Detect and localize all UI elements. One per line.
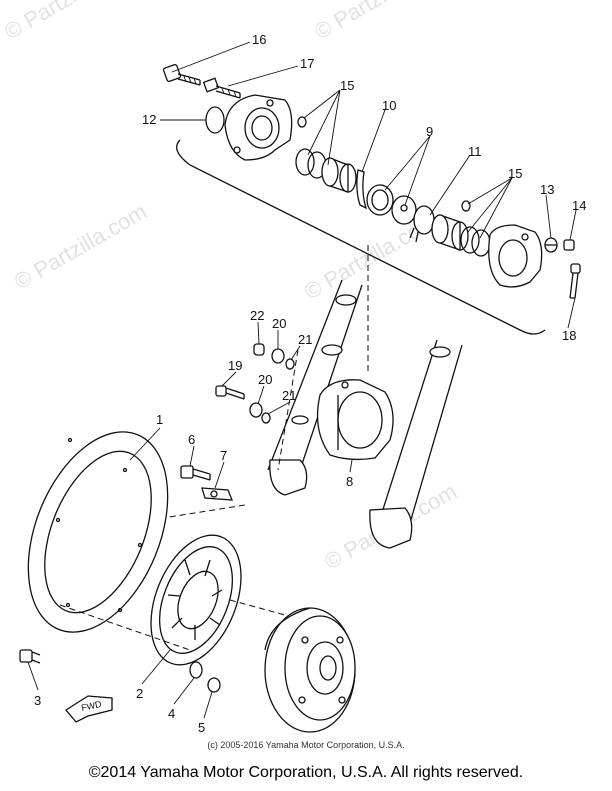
- part-15-seal-small-b: [461, 200, 471, 212]
- fork-leg-left: [267, 279, 363, 496]
- callout-21-lower: 21: [282, 388, 296, 403]
- caliper-half-inner: [488, 224, 543, 288]
- callout-17: 17: [300, 56, 314, 71]
- assembly-line-disc: [149, 504, 246, 521]
- assembly-line-bottom: [59, 604, 191, 651]
- footer-copyright: ©2014 Yamaha Motor Corporation, U.S.A. A…: [88, 764, 524, 781]
- callout-11: 11: [468, 144, 482, 159]
- callout-15-left: 15: [340, 78, 354, 93]
- part-10-clip: [356, 169, 368, 210]
- part-3-bolt: [19, 649, 41, 664]
- fwd-arrow: FWD: [65, 695, 113, 723]
- callout-6: 6: [188, 432, 195, 447]
- callout-20-upper: 20: [272, 316, 286, 331]
- callout-18: 18: [562, 328, 576, 343]
- callout-14: 14: [572, 198, 586, 213]
- exploded-parts-diagram: © Partzilla.com © Partzilla.com © Partzi…: [0, 0, 586, 735]
- part-22-cap-nut: [253, 343, 265, 356]
- watermark-left: © Partzilla.com: [10, 199, 151, 295]
- wheel-hub: [264, 607, 356, 733]
- part-21-washer-upper: [285, 358, 295, 370]
- leader-lines: [27, 41, 577, 719]
- part-18-bolt: [569, 263, 581, 299]
- part-20-washer-upper: [271, 348, 285, 364]
- callout-9: 9: [426, 124, 433, 139]
- watermark-top-right: © Partzilla.com: [310, 0, 451, 44]
- part-15-seal-small-a: [297, 116, 307, 128]
- callout-16: 16: [252, 32, 266, 47]
- callout-2: 2: [136, 686, 143, 701]
- callout-21-upper: 21: [298, 332, 312, 347]
- callout-12: 12: [142, 112, 156, 127]
- part-21-washer-lower: [261, 412, 271, 424]
- caliper-half-outer: [224, 94, 293, 161]
- callout-4: 4: [168, 706, 175, 721]
- callout-22: 22: [250, 308, 264, 323]
- part-2-disc-carrier: [150, 534, 242, 666]
- watermark-top-left: © Partzilla.com: [0, 0, 141, 44]
- part-8-caliper-assembly: [316, 379, 394, 461]
- part-12-oring: [205, 106, 225, 134]
- callout-19: 19: [228, 358, 242, 373]
- part-15-piston-seals-right: [431, 214, 491, 257]
- inner-copyright: (c) 2005-2016 Yamaha Motor Corporation, …: [207, 740, 405, 750]
- part-4-nut: [189, 661, 203, 679]
- callout-10: 10: [382, 98, 396, 113]
- fwd-arrow-label: FWD: [80, 699, 103, 713]
- part-13-plug: [544, 237, 558, 253]
- assembly-line-hub: [229, 599, 286, 616]
- callout-labels: 16 17 12 15 10 9 11 15 13 14 18 22 20 21…: [34, 32, 586, 735]
- part-5-nut: [207, 677, 221, 693]
- part-9-brake-pads: [366, 184, 417, 225]
- callout-13: 13: [540, 182, 554, 197]
- callout-15-right: 15: [508, 166, 522, 181]
- part-19-bolt: [215, 385, 245, 400]
- callout-3: 3: [34, 693, 41, 708]
- part-6-bolt: [180, 465, 211, 481]
- callout-7: 7: [220, 448, 227, 463]
- part-7-lock-washer: [201, 487, 233, 501]
- part-16-bolt: [162, 63, 201, 86]
- part-14-bolt: [563, 239, 575, 251]
- callout-20-lower: 20: [258, 372, 272, 387]
- part-20-washer-lower: [249, 402, 263, 418]
- callout-1: 1: [156, 412, 163, 427]
- callout-5: 5: [198, 720, 205, 735]
- callout-8: 8: [346, 474, 353, 489]
- fork-leg-right: [369, 339, 463, 549]
- part-15-piston-seals-left: [295, 148, 357, 193]
- assembly-line-fork: [277, 349, 299, 471]
- caliper-group-bracket: [176, 139, 546, 335]
- part-17-bleeder: [202, 77, 241, 99]
- part-1-brake-disc: [27, 431, 169, 633]
